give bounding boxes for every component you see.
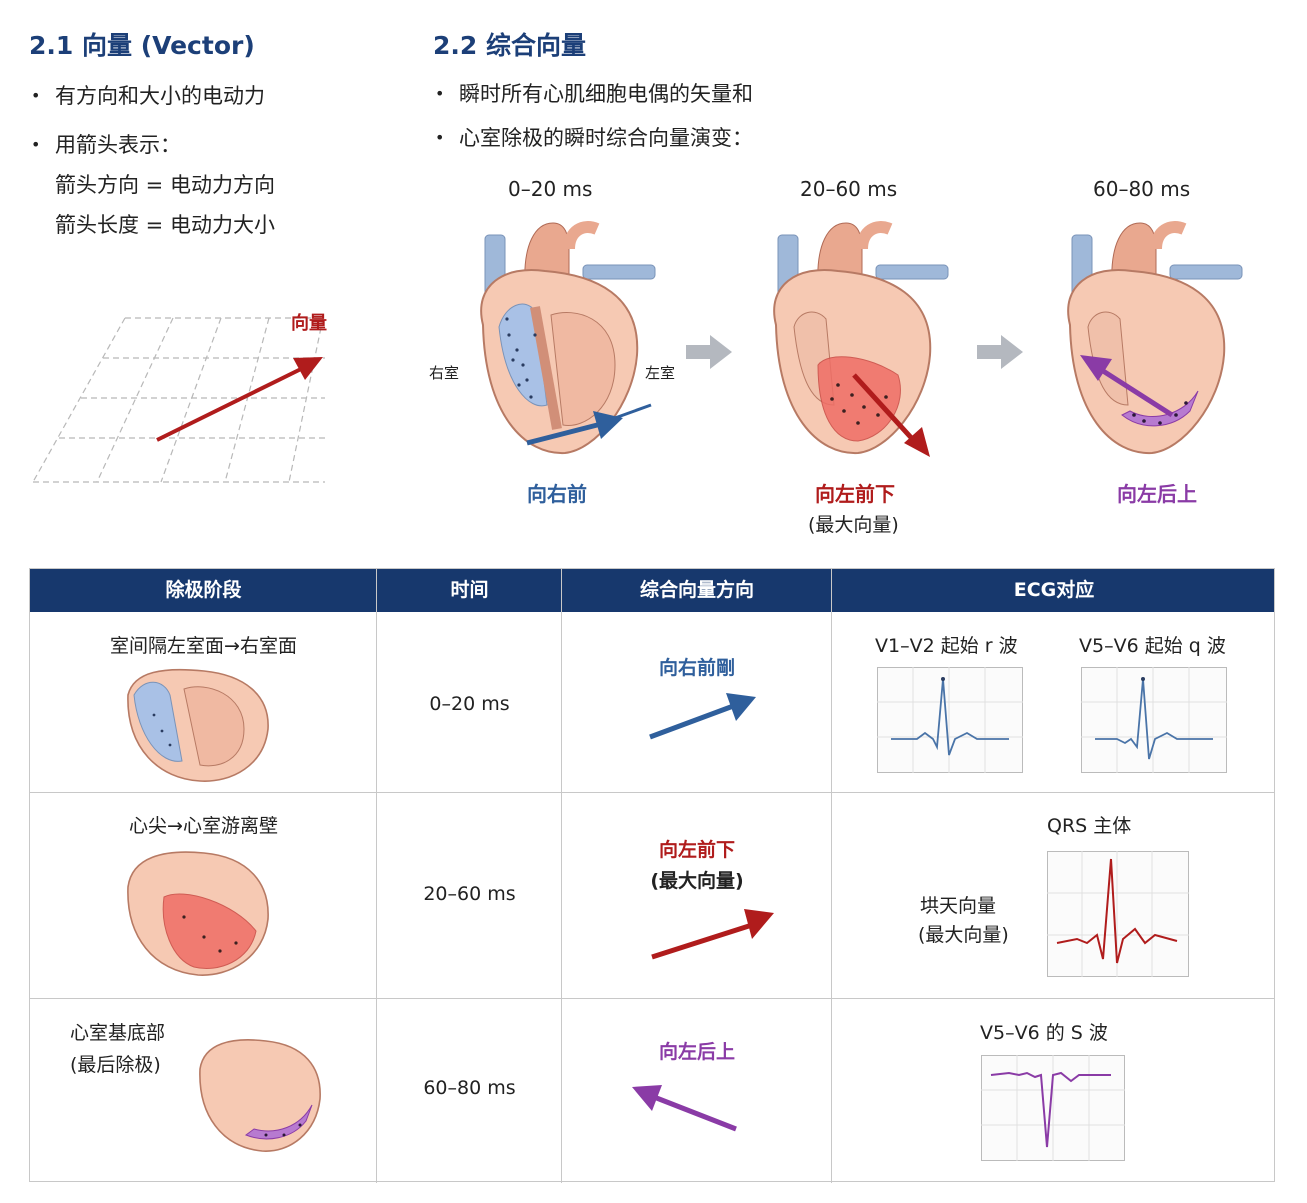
label-left-ventricle: 左室 [645, 364, 676, 382]
row-direction-text: 向右前剛 [658, 657, 735, 679]
section-title-vector: 2.1 向量 (Vector) [29, 31, 255, 60]
heart-stage-3-illustration [1067, 221, 1243, 455]
row-direction-arrow-icon [651, 909, 774, 960]
next-stage-arrow-icon [686, 335, 732, 369]
row-time: 0–20 ms [429, 693, 510, 715]
column-divider [831, 569, 832, 1183]
section-title-resultant: 2.2 综合向量 [433, 31, 586, 60]
row-direction-arrow-icon [649, 693, 756, 740]
row-time: 60–80 ms [423, 1077, 516, 1099]
resultant-bullets: 瞬时所有心肌细胞电偶的矢量和 心室除极的瞬时综合向量演变： [433, 74, 753, 158]
vector-arrow-icon [156, 357, 323, 442]
column-divider [376, 569, 377, 1183]
bullet-item: 瞬时所有心肌细胞电偶的矢量和 [433, 74, 753, 114]
ecg-trace-s-wave [981, 1055, 1125, 1161]
row-divider [30, 998, 1274, 999]
row-ecg-note: 垬天向量 [920, 895, 997, 917]
heart-icon [1067, 221, 1243, 455]
row-ecg-label: QRS 主体 [1047, 815, 1132, 837]
row-heart-thumbnail [127, 851, 269, 976]
row-stage-text: 心尖→心室游离壁 [129, 815, 278, 837]
row-divider [30, 792, 1274, 793]
bullet-item: 心室除极的瞬时综合向量演变： [433, 118, 753, 158]
bullet-subline: 箭头方向 = 电动力方向 [55, 173, 275, 197]
bullet-subline: 箭头长度 = 电动力大小 [55, 213, 275, 237]
row-direction-arrow-icon [632, 1085, 737, 1132]
ecg-trace-v1v2 [877, 667, 1023, 773]
vector-label: 向量 [291, 313, 327, 334]
column-divider [561, 569, 562, 1183]
row-direction-text: 向左前下 [658, 839, 735, 861]
heart-icon [127, 851, 269, 976]
row-ecg-note: (最大向量) [918, 924, 1009, 946]
stage-time-2: 20–60 ms [800, 177, 898, 201]
stage-time-3: 60–80 ms [1093, 177, 1191, 201]
column-header-stage: 除极阶段 [165, 579, 242, 601]
heart-stage-1-illustration [480, 221, 656, 455]
row-ecg-label-b: V5–V6 起始 q 波 [1079, 635, 1226, 657]
heart-stage-2-illustration [773, 221, 949, 457]
perspective-grid [32, 317, 325, 483]
stage-direction-1: 向右前 [527, 482, 587, 506]
row-stage-note: (最后除极) [70, 1054, 161, 1076]
vector-grid-diagram [32, 317, 325, 483]
next-stage-arrow-icon [977, 335, 1023, 369]
vector-arrow-left-inferior-icon [852, 373, 930, 457]
stage-direction-2-note: (最大向量) [808, 514, 899, 536]
row-stage-text: 室间隔左室面→右室面 [110, 635, 297, 657]
vector-bullets: 有方向和大小的电动力 用箭头表示： 箭头方向 = 电动力方向 箭头长度 = 电动… [29, 76, 275, 245]
label-right-ventricle: 右室 [429, 364, 460, 382]
bullet-item: 有方向和大小的电动力 [29, 76, 275, 116]
row-stage-text: 心室基底部 [70, 1022, 166, 1044]
row-direction-text: 向左后上 [658, 1041, 735, 1063]
vector-arrow-left-posterior-superior-icon [1080, 355, 1174, 418]
heart-icon [773, 221, 949, 455]
row-direction-note: (最大向量) [650, 870, 744, 892]
stage-time-1: 0–20 ms [508, 177, 593, 201]
heart-icon [480, 221, 656, 455]
column-header-direction: 综合向量方向 [639, 579, 754, 601]
stage-direction-2: 向左前下 [815, 482, 895, 506]
row-time: 20–60 ms [423, 883, 516, 905]
column-header-time: 时间 [450, 579, 489, 601]
table-header [30, 569, 1274, 612]
bullet-item: 用箭头表示： [29, 125, 275, 165]
column-header-ecg: ECG对应 [1013, 579, 1095, 601]
row-heart-thumbnail [199, 1039, 321, 1152]
row-ecg-label-a: V1–V2 起始 r 波 [875, 635, 1018, 657]
row-ecg-label: V5–V6 的 S 波 [980, 1022, 1108, 1044]
row-heart-thumbnail [127, 668, 269, 782]
ecg-trace-qrs [1047, 851, 1189, 977]
heart-icon [127, 668, 269, 782]
depolarization-table: 除极阶段 时间 综合向量方向 ECG对应 室间隔左室面→右室面 0–20 ms … [29, 568, 1275, 1183]
ecg-trace-v5v6 [1081, 667, 1227, 773]
heart-icon [199, 1039, 321, 1152]
stage-direction-3: 向左后上 [1117, 482, 1197, 506]
vector-arrow-right-anterior-icon [526, 403, 652, 446]
